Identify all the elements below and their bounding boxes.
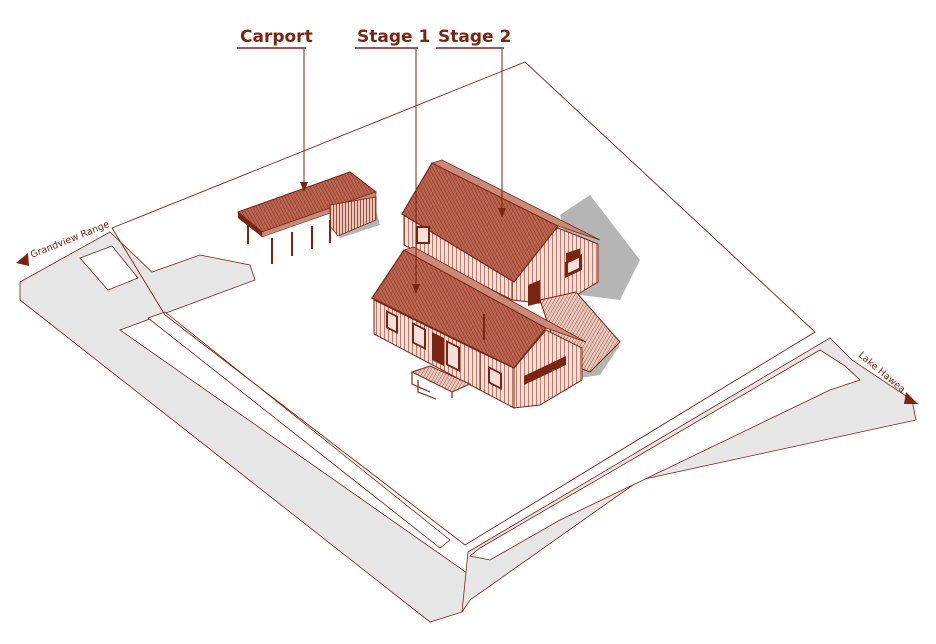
callout-stage1: Stage 1 (357, 27, 430, 47)
triangle-right-icon (904, 392, 918, 404)
callout-carport-arrow-icon (300, 182, 308, 192)
callout-stage2: Stage 2 (438, 27, 511, 47)
stage2-building (401, 159, 601, 306)
callout-carport: Carport (240, 27, 313, 47)
triangle-left-icon (16, 253, 29, 266)
carport (237, 171, 378, 264)
roads (19, 231, 917, 623)
road-grandview (19, 231, 471, 623)
callout-stage2-arrow-icon (498, 208, 506, 218)
callouts: Carport Stage 1 Stage 2 (237, 27, 511, 294)
road-island-left (147, 311, 451, 549)
property-boundary (111, 61, 816, 546)
road-island-right (469, 349, 861, 561)
stage1-steps (410, 365, 472, 393)
callout-stage1-arrow-icon (412, 284, 420, 294)
carport-posts (247, 220, 331, 264)
road-stub (79, 245, 139, 291)
